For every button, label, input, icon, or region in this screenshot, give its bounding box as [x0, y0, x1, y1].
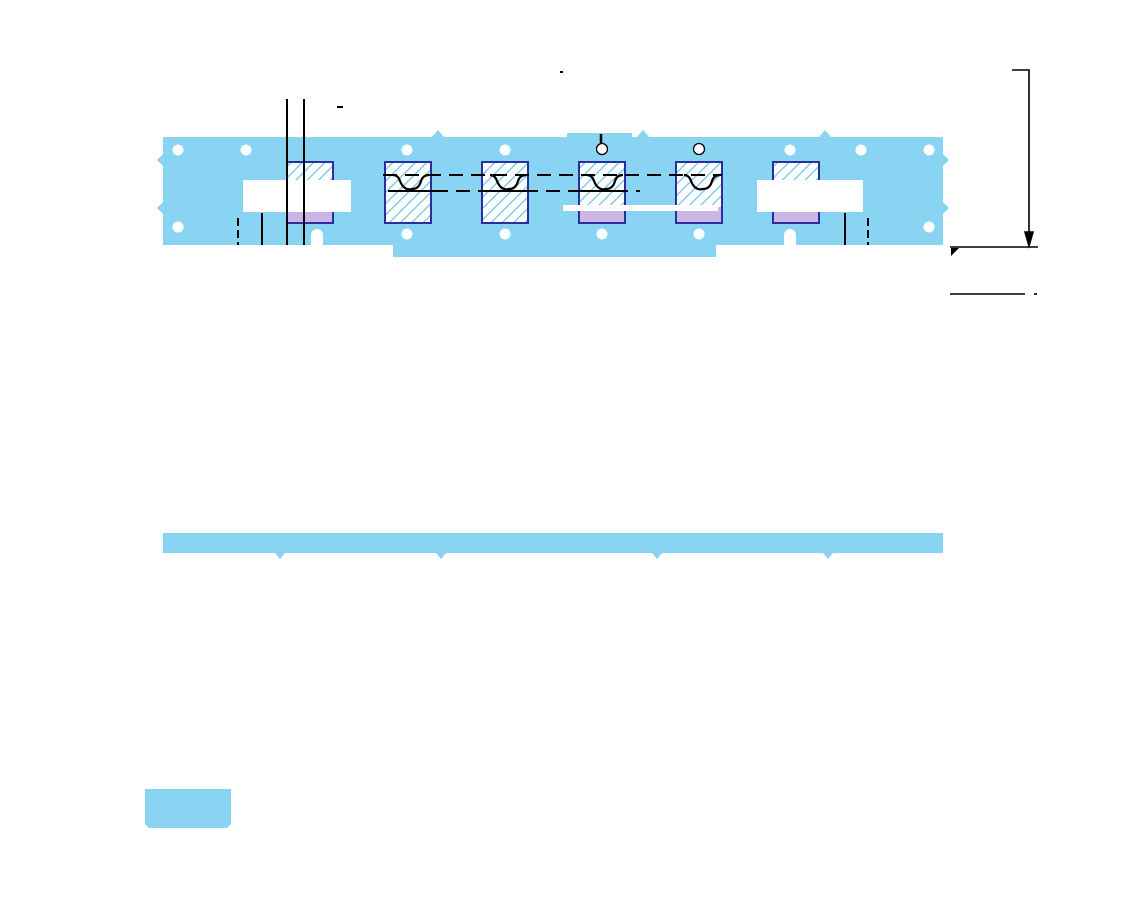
terminal-icons	[595, 134, 706, 156]
label-blocks	[243, 180, 863, 212]
component-box-hatched-box-with-terminal	[675, 161, 723, 224]
lower-strip	[163, 533, 943, 559]
component-box-hatched-box	[384, 161, 432, 224]
component-box-hatched-box	[481, 161, 529, 224]
slot-holes	[311, 229, 796, 245]
mounting-holes	[172, 144, 935, 240]
wiring	[237, 71, 869, 245]
dimension-line	[950, 69, 1038, 295]
component-box-hatched-box-with-terminal	[578, 161, 626, 224]
tab-button[interactable]	[145, 789, 231, 828]
switch-symbols	[392, 173, 721, 191]
panel-notches	[157, 130, 949, 214]
